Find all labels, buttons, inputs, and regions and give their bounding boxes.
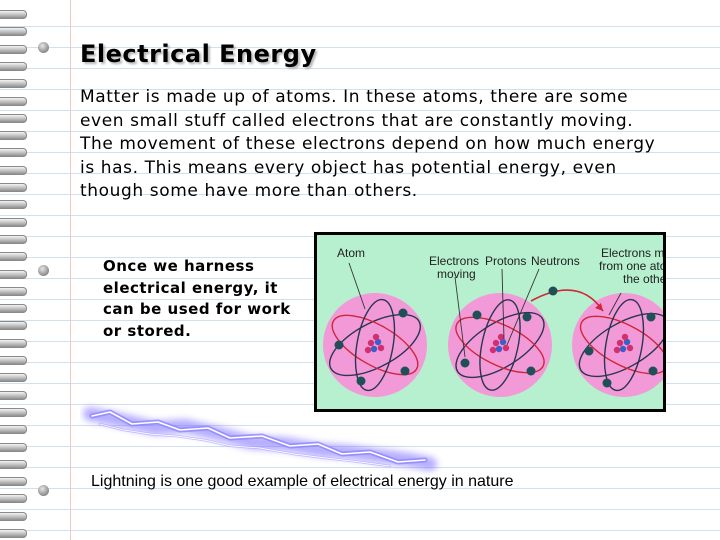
binding-ring <box>0 166 27 175</box>
binding-ring <box>0 114 27 123</box>
binding-ring <box>0 425 27 434</box>
ring-binding-icon <box>0 0 49 540</box>
nucleus-left <box>364 333 385 354</box>
nucleus-right <box>613 333 634 354</box>
label-neutrons: Neutrons <box>531 254 580 268</box>
body-paragraph: Matter is made up of atoms. In these ato… <box>80 87 656 201</box>
binding-ring <box>0 183 27 192</box>
binding-ring <box>0 304 27 313</box>
binding-ring <box>0 97 27 106</box>
binding-ring <box>0 131 27 140</box>
binding-ring <box>0 287 27 296</box>
binding-ring <box>0 62 27 71</box>
electron-transfer-arrowhead <box>595 303 603 311</box>
binding-ring <box>0 10 27 19</box>
binding-ring <box>0 529 27 538</box>
binding-ring <box>0 200 27 209</box>
binding-ring <box>0 494 27 503</box>
atom-left-orbits <box>328 298 422 392</box>
label-atom: Atom <box>337 246 365 260</box>
binding-ring <box>0 408 27 417</box>
punch-hole <box>38 265 49 276</box>
binding-ring <box>0 218 27 227</box>
atom-sphere-right <box>572 293 663 397</box>
binding-ring <box>0 27 27 36</box>
lightning-caption: Lightning is one good example of electri… <box>91 473 514 490</box>
binding-ring <box>0 391 27 400</box>
binding-ring <box>0 356 27 365</box>
binding-ring <box>0 339 27 348</box>
lightning-bolt-icon <box>83 407 437 471</box>
binding-ring <box>0 252 27 261</box>
binding-ring <box>0 477 27 486</box>
label-leader-lines <box>348 262 622 358</box>
binding-ring <box>0 373 27 382</box>
binding-ring <box>0 321 27 330</box>
binding-ring <box>0 460 27 469</box>
binding-ring <box>0 512 27 521</box>
binding-ring <box>0 235 27 244</box>
atom-right-orbits <box>578 298 663 392</box>
label-electrons-moving: Electrons moving <box>429 254 482 281</box>
punch-hole <box>38 485 49 496</box>
electron-in-transit <box>548 286 558 296</box>
binding-ring <box>0 270 27 279</box>
binding-ring <box>0 79 27 88</box>
slide-title: Electrical Energy <box>80 40 317 68</box>
margin-line <box>70 0 71 540</box>
punch-hole <box>38 42 49 53</box>
label-electrons-between: Electrons moving from one atom to the ot… <box>599 246 663 286</box>
electron-transfer-arrow <box>530 289 604 312</box>
atom-diagram: Atom Electrons moving Protons Neutrons E… <box>314 232 666 412</box>
harness-note: Once we harness electrical energy, it ca… <box>103 257 291 340</box>
binding-ring <box>0 443 27 452</box>
atom-diagram-svg: Atom Electrons moving Protons Neutrons E… <box>323 246 663 397</box>
nucleus-middle <box>489 333 510 354</box>
binding-ring <box>0 45 27 54</box>
electrons <box>334 308 658 388</box>
label-protons: Protons <box>485 254 526 268</box>
atom-middle-orbits <box>455 299 545 391</box>
binding-ring <box>0 148 27 157</box>
